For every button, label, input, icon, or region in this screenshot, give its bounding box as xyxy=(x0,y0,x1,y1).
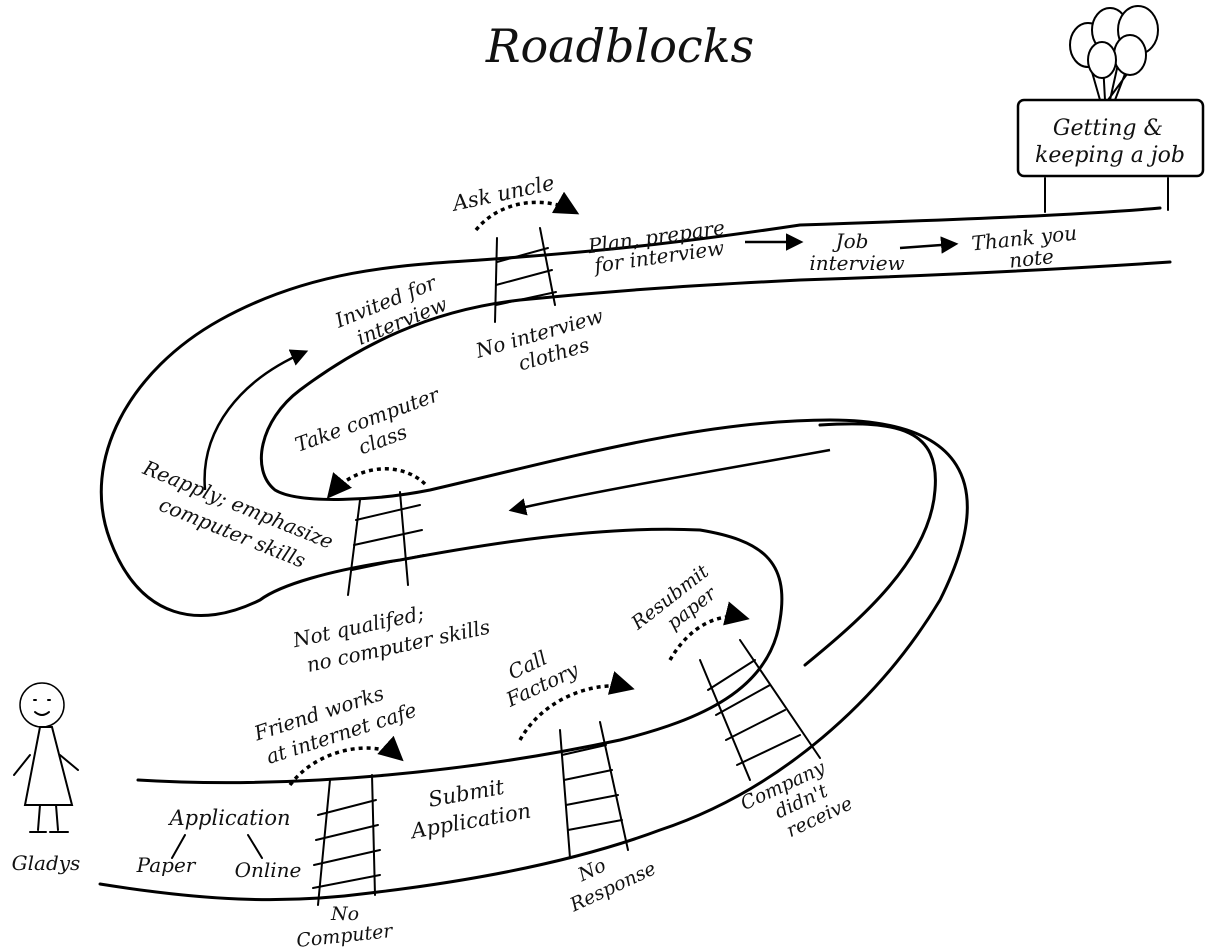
label-job-1: Job xyxy=(832,229,869,253)
roadblock-not-qualified xyxy=(347,491,425,596)
label-paper: Paper xyxy=(136,853,197,877)
detour-arrow-resubmit xyxy=(668,601,750,661)
goal-line-1: Getting & xyxy=(1053,116,1163,141)
detour-arrow-class xyxy=(326,467,427,499)
label-no-computer-2: Computer xyxy=(295,920,395,951)
detour-arrow-call xyxy=(518,671,635,741)
arrow-return-left xyxy=(508,448,831,516)
goal-line-2: keeping a job xyxy=(1035,143,1185,168)
roadblock-no-computer xyxy=(312,774,381,906)
label-job-2: interview xyxy=(809,251,904,275)
arrow-up-left xyxy=(203,349,309,491)
road-outer-edge xyxy=(99,206,1162,785)
fork-lines xyxy=(171,834,263,859)
balloons-icon xyxy=(1069,5,1159,101)
gladys-figure xyxy=(13,682,79,833)
road-right-edge xyxy=(803,422,937,667)
roadblock-company-didnt-receive xyxy=(699,639,821,781)
arrow-job-to-thank xyxy=(899,236,959,254)
detour-arrow-friend xyxy=(288,735,404,787)
label-submit-2: Application xyxy=(407,799,532,844)
roadblock-no-response xyxy=(559,721,629,859)
label-no-computer-1: No xyxy=(330,903,359,925)
detour-arrow-uncle xyxy=(474,191,580,232)
label-thank-2: note xyxy=(1008,244,1055,273)
road-inner-edge xyxy=(98,260,1172,902)
gladys-name: Gladys xyxy=(12,851,81,875)
roadblock-no-interview-clothes xyxy=(494,227,557,323)
label-application: Application xyxy=(167,806,290,830)
diagram-title: Roadblocks xyxy=(485,19,754,73)
label-online: Online xyxy=(235,858,302,882)
